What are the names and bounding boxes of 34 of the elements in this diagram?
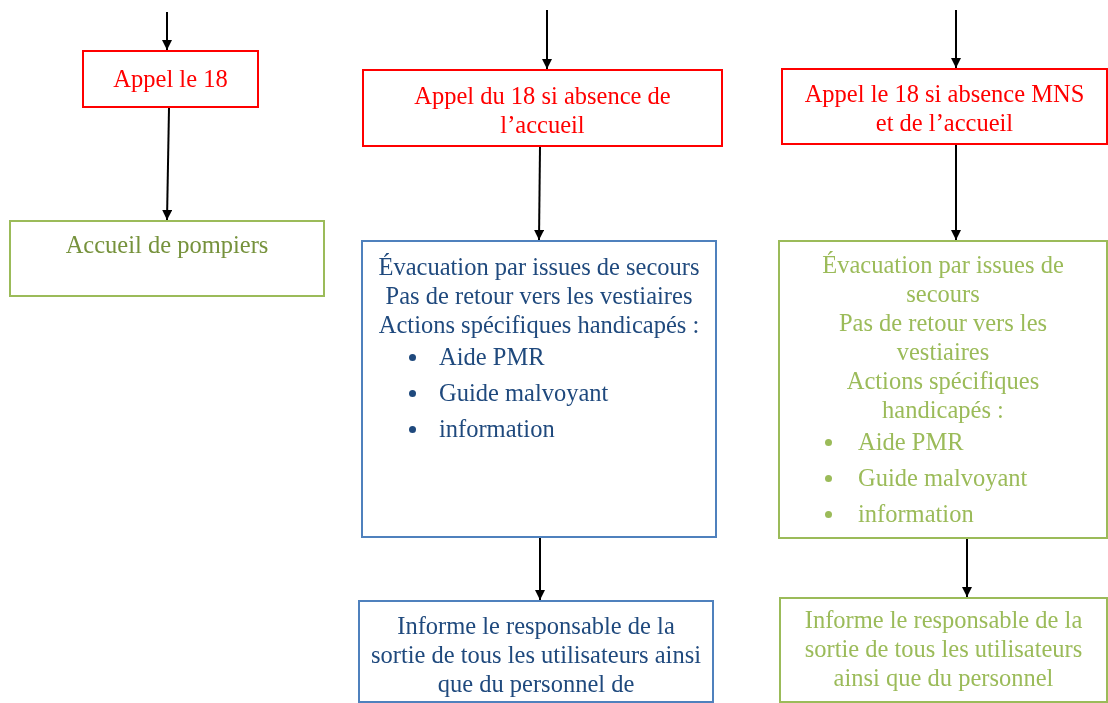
box-text: Appel du 18 si absence de l’accueil	[413, 81, 672, 139]
process-box	[362, 69, 723, 147]
box-text: Appel le 18	[112, 64, 229, 93]
box-text: Pas de retour vers les vestiaires	[837, 308, 1049, 366]
box-text: Évacuation par issues de secours	[821, 250, 1065, 308]
arrow	[542, 9, 552, 70]
list-item-text: Guide malvoyant	[858, 463, 1028, 493]
arrow	[951, 144, 961, 241]
arrow	[162, 11, 172, 51]
arrow	[962, 538, 972, 598]
list-item-text: Guide malvoyant	[439, 378, 609, 408]
arrow	[951, 9, 961, 69]
process-box	[9, 220, 325, 297]
process-box	[781, 68, 1108, 145]
process-box	[82, 50, 259, 108]
process-box	[779, 597, 1108, 703]
box-text: Appel le 18 si absence MNS et de l’accueil	[803, 79, 1086, 137]
arrow	[162, 107, 173, 221]
process-box	[778, 240, 1108, 539]
process-box	[361, 240, 717, 538]
box-text: Évacuation par issues de secours	[378, 252, 700, 281]
list-item-text: Aide PMR	[858, 427, 964, 457]
arrow	[535, 537, 545, 601]
list-item-text: information	[439, 414, 555, 444]
list-item-text: information	[858, 499, 974, 529]
box-text: Informe le responsable de la sortie de tous les utilisateurs ainsi que du personnel de	[370, 611, 702, 698]
list-item-text: Aide PMR	[439, 342, 545, 372]
box-text: Accueil de pompiers	[64, 230, 270, 259]
arrow	[534, 146, 545, 241]
process-box	[358, 600, 714, 703]
box-text: Actions spécifiques handicapés :	[378, 310, 700, 339]
box-text: Actions spécifiques handicapés :	[845, 366, 1041, 424]
box-text: Informe le responsable de la sortie de tous les utilisateurs ainsi que du personnel	[803, 605, 1084, 692]
box-text: Pas de retour vers les vestiaires	[384, 281, 694, 310]
